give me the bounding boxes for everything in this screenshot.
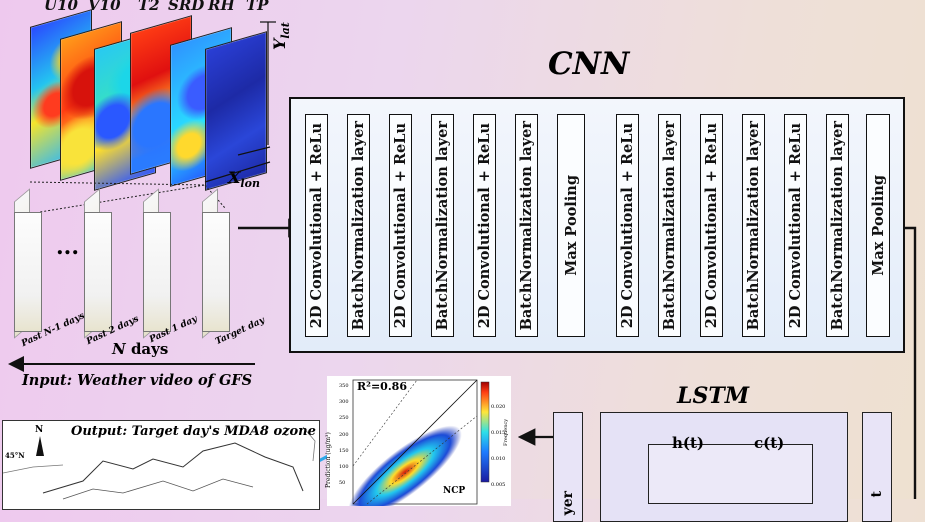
frame-past-n1 (14, 212, 42, 332)
cnn-layer-maxpool-1: Max Pooling (557, 114, 585, 337)
cnn-layer-batchnorm-5: BatchNormalization layer (742, 114, 765, 337)
var-label-t2: T2 (138, 0, 160, 14)
cnn-layer-conv-6: 2D Convolutional + ReLu (784, 114, 807, 337)
cnn-layer-batchnorm-1: BatchNormalization layer (347, 114, 370, 337)
cnn-layer-label: 2D Convolutional + ReLu (703, 122, 720, 329)
china-map-outline (3, 426, 316, 500)
lat-label-45n: 45°N (5, 451, 25, 460)
colorbar-label: Frequency (503, 418, 509, 446)
lstm-output-layer: t (862, 412, 892, 522)
cbar-tick: 0.010 (491, 456, 506, 462)
cnn-layer-label: BatchNormalization layer (829, 120, 846, 331)
var-label-srd: SRD (168, 0, 205, 14)
ytick: 150 (339, 447, 349, 454)
cnn-layer-batchnorm-6: BatchNormalization layer (826, 114, 849, 337)
cnn-layer-label: BatchNormalization layer (434, 120, 451, 331)
cnn-layer-maxpool-2: Max Pooling (866, 114, 890, 337)
scatter-plot (348, 379, 490, 519)
cnn-layer-label: BatchNormalization layer (350, 120, 367, 331)
var-label-tp: TP (246, 0, 269, 14)
frames-ellipsis: ... (56, 234, 79, 260)
cnn-layer-conv-2: 2D Convolutional + ReLu (389, 114, 412, 337)
cnn-container (289, 97, 905, 353)
cnn-layer-label: 2D Convolutional + ReLu (619, 122, 636, 329)
cnn-layer-label: Max Pooling (562, 175, 580, 276)
region-label: NCP (443, 486, 466, 496)
north-label: N (35, 425, 44, 435)
n-days-suffix: days (125, 340, 169, 358)
ytick: 250 (339, 415, 349, 422)
colorbar-ticks: 0.020 0.015 0.010 0.005 (491, 394, 505, 498)
cnn-layer-batchnorm-2: BatchNormalization layer (431, 114, 454, 337)
lstm-inner-cell (648, 444, 813, 504)
cnn-layer-label: BatchNormalization layer (661, 120, 678, 331)
cnn-layer-label: Max Pooling (869, 175, 887, 276)
frame-target (202, 212, 230, 332)
r2-label: R²=0.86 (357, 380, 407, 393)
var-label-u10: U10 (44, 0, 78, 14)
cnn-layer-conv-4: 2D Convolutional + ReLu (616, 114, 639, 337)
scatter-plot-panel: R²=0.86 NCP Prediction (ug/m³) 350 300 2… (325, 376, 511, 519)
var-label-rh: RH (208, 0, 235, 14)
cnn-layer-batchnorm-3: BatchNormalization layer (515, 114, 538, 337)
xlon-letter: X (228, 168, 241, 187)
cnn-title: CNN (548, 46, 630, 82)
ytick: 50 (339, 480, 346, 487)
cnn-layer-label: 2D Convolutional + ReLu (308, 122, 325, 329)
lstm-c-label: c(t) (754, 434, 785, 452)
input-caption: Input: Weather video of GFS (22, 372, 253, 389)
lstm-title: LSTM (677, 383, 750, 409)
cnn-layer-label: 2D Convolutional + ReLu (787, 122, 804, 329)
cbar-tick: 0.015 (491, 430, 506, 436)
xlon-axis-label: Xlon (228, 168, 260, 190)
ytick: 350 (339, 383, 349, 389)
cnn-layer-label: 2D Convolutional + ReLu (476, 122, 493, 329)
ytick: 200 (339, 431, 349, 438)
var-label-v10: V10 (88, 0, 121, 14)
ytick: 300 (339, 399, 349, 406)
scatter-ylabel: Prediction (ug/m³) (325, 432, 332, 488)
frame-past-1 (143, 212, 171, 332)
lstm-input-layer-label: yer (560, 491, 576, 516)
north-arrow-icon (36, 436, 44, 456)
cbar-tick: 0.020 (491, 404, 506, 410)
output-map-panel: Output: Target day's MDA8 ozone N 45°N (2, 420, 320, 510)
lstm-output-layer-label: t (869, 491, 885, 498)
cnn-layer-conv-3: 2D Convolutional + ReLu (473, 114, 496, 337)
cnn-layer-batchnorm-4: BatchNormalization layer (658, 114, 681, 337)
lstm-input-layer: yer (553, 412, 583, 522)
cnn-layer-label: 2D Convolutional + ReLu (392, 122, 409, 329)
xlon-sub: lon (240, 177, 260, 191)
cnn-layer-conv-1: 2D Convolutional + ReLu (305, 114, 328, 337)
lstm-h-label: h(t) (672, 434, 705, 452)
n-days-var: N (112, 340, 126, 358)
cnn-layer-label: BatchNormalization layer (518, 120, 535, 331)
cbar-tick: 0.005 (491, 482, 506, 488)
frame-past-2 (84, 212, 112, 332)
n-days-label: N days (112, 340, 168, 358)
ytick: 100 (339, 464, 349, 471)
output-caption: Output: Target day's MDA8 ozone (71, 424, 316, 439)
cnn-layer-label: BatchNormalization layer (745, 120, 762, 331)
cnn-layer-conv-5: 2D Convolutional + ReLu (700, 114, 723, 337)
scatter-yticks: 350 300 250 200 150 100 50 (339, 378, 349, 491)
